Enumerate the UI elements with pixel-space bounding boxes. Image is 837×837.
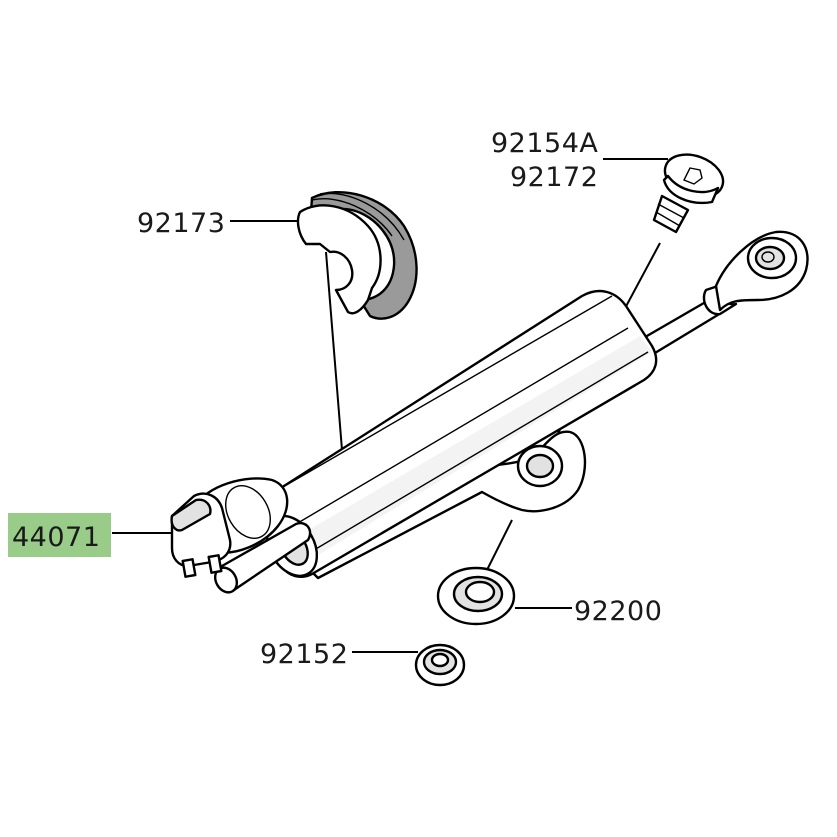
bolt-92154a-92172[interactable] <box>652 147 729 234</box>
washer-92200[interactable] <box>436 566 516 626</box>
label-92172[interactable]: 92172 <box>510 162 598 193</box>
label-44071[interactable]: 44071 <box>12 522 100 553</box>
highlight-44071 <box>8 513 111 557</box>
label-92152[interactable]: 92152 <box>260 639 348 670</box>
label-92173[interactable]: 92173 <box>137 208 225 239</box>
damper-body-44071[interactable] <box>170 289 658 596</box>
rod-end-assembly[interactable] <box>638 230 809 358</box>
clamp-band-92173[interactable] <box>296 190 418 320</box>
label-92200[interactable]: 92200 <box>574 596 662 627</box>
label-92154a[interactable]: 92154A <box>491 128 598 159</box>
bushing-92152[interactable] <box>414 643 466 687</box>
